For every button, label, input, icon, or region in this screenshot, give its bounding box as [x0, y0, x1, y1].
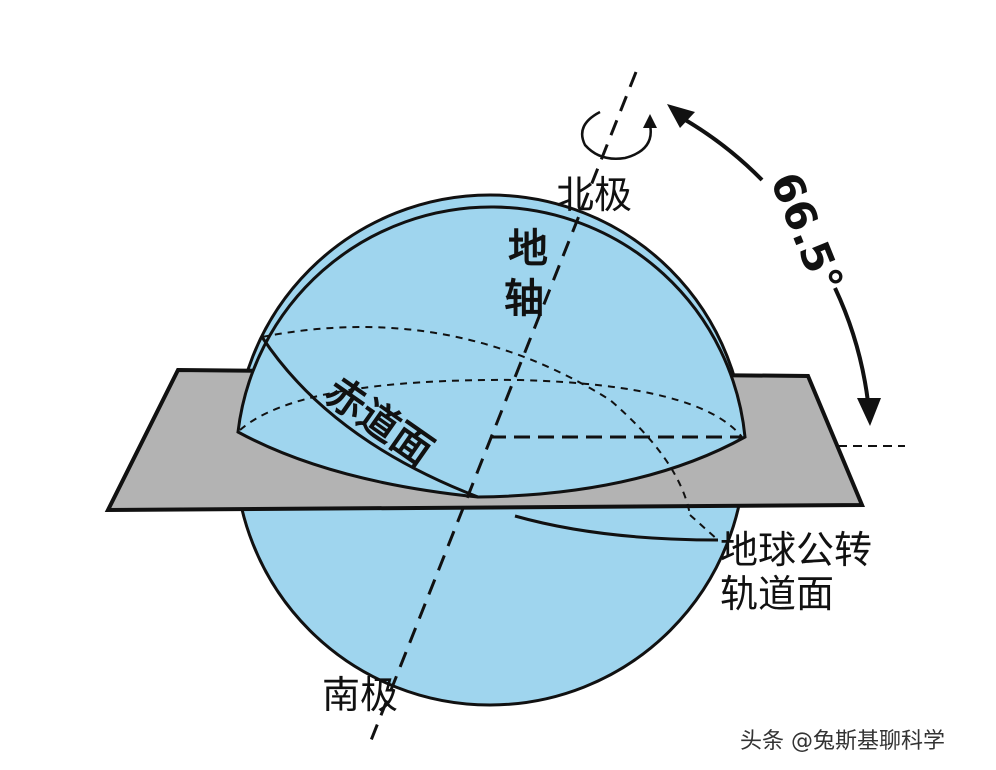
rotation-arrow-icon	[580, 110, 657, 160]
label-earth-axis-char: 轴	[504, 276, 544, 322]
earth-axis-line	[366, 71, 638, 749]
angle-arrow-icon	[667, 104, 881, 426]
equator-dashed	[261, 326, 691, 516]
label-orbital-plane-1: 地球公转	[720, 528, 872, 572]
label-south-pole: 南极	[322, 673, 398, 717]
orbit-ellipse-dashed	[239, 378, 743, 438]
label-orbital-plane-2: 轨道面	[720, 572, 834, 616]
equator-dashed-below	[689, 514, 719, 541]
equator-edge-front	[260, 336, 479, 499]
label-angle: 66.5°	[761, 165, 853, 299]
watermark: 头条 @兔斯基聊科学	[740, 729, 945, 754]
label-earth-axis: 地轴	[504, 226, 548, 322]
label-earth-axis-char: 地	[508, 226, 548, 272]
earth-sphere-upper	[236, 205, 747, 499]
equator-edge-below	[514, 514, 719, 542]
label-north-pole: 北极	[556, 173, 632, 217]
